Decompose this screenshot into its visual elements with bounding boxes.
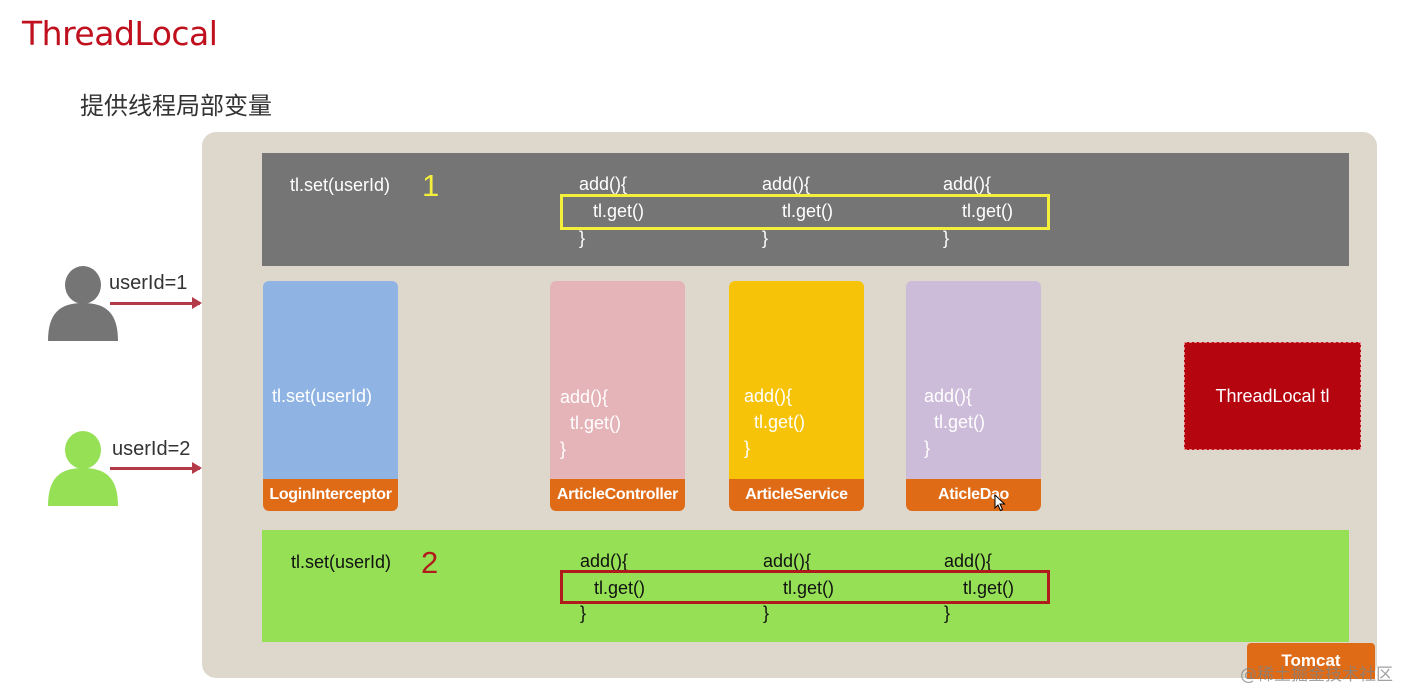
component-article-service-code-line-3: } [744, 438, 751, 458]
component-article-service-label: ArticleService [729, 479, 864, 511]
threadlocal-box: ThreadLocal tl [1184, 342, 1361, 450]
component-login-interceptor-code: tl.set(userId) [272, 386, 373, 406]
component-aticle-dao-code-line-2: tl.get() [924, 412, 986, 432]
component-login-interceptor: tl.set(userId) LoginInterceptor [263, 281, 398, 511]
component-login-interceptor-label: LoginInterceptor [263, 479, 398, 511]
thread-1-method-1-open: add(){ [579, 174, 628, 194]
mouse-cursor-icon [994, 494, 1006, 512]
user-1-arrow [110, 297, 202, 309]
thread-2-get-highlight [560, 570, 1050, 604]
component-article-service: add(){ tl.get() } ArticleService [729, 281, 864, 511]
user-1-icon [48, 266, 118, 341]
thread-2-method-1-get: tl.get() [594, 578, 646, 598]
thread-1-method-3-open: add(){ [943, 174, 992, 194]
component-article-controller-code-line-3: } [560, 439, 567, 459]
thread-2-set-code: tl.set(userId) [291, 552, 392, 572]
page-subtitle: 提供线程局部变量 [80, 92, 272, 120]
thread-1-number: 1 [422, 168, 440, 203]
page-title: ThreadLocal [22, 14, 218, 53]
thread-1-get-highlight [560, 194, 1050, 230]
thread-2-method-3-close: } [944, 603, 951, 623]
thread-1-method-2-open: add(){ [762, 174, 811, 194]
thread-2-method-1-open: add(){ [580, 551, 629, 571]
user-1-label: userId=1 [109, 272, 188, 294]
user-2-icon [48, 431, 118, 506]
thread-1-bar: tl.set(userId) 1 add(){ tl.get() } add()… [262, 153, 1349, 266]
component-aticle-dao-code-line-1: add(){ [924, 386, 973, 406]
tomcat-label: Tomcat [1247, 643, 1375, 679]
thread-2-method-2-get: tl.get() [783, 578, 835, 598]
thread-2-method-1-close: } [580, 603, 587, 623]
thread-1-set-code: tl.set(userId) [290, 175, 391, 195]
component-article-controller-code-line-2: tl.get() [560, 413, 622, 433]
thread-2-bar: tl.set(userId) 2 add(){ tl.get() } add()… [262, 530, 1349, 642]
component-aticle-dao-code-line-3: } [924, 438, 931, 458]
user-2-label: userId=2 [112, 438, 191, 460]
thread-1-method-1-get: tl.get() [593, 201, 645, 221]
component-article-service-code-line-2: tl.get() [744, 412, 806, 432]
component-article-controller-code-line-1: add(){ [560, 387, 609, 407]
thread-2-method-3-get: tl.get() [963, 578, 1015, 598]
thread-2-method-2-close: } [763, 603, 770, 623]
thread-1-method-3-get: tl.get() [962, 201, 1014, 221]
component-article-controller: add(){ tl.get() } ArticleController [550, 281, 685, 511]
thread-2-number: 2 [421, 545, 439, 580]
component-aticle-dao: add(){ tl.get() } AticleDao [906, 281, 1041, 511]
thread-1-method-1-close: } [579, 228, 586, 248]
component-article-service-code-line-1: add(){ [744, 386, 793, 406]
thread-1-method-2-get: tl.get() [782, 201, 834, 221]
component-aticle-dao-label: AticleDao [906, 479, 1041, 511]
thread-1-method-2-close: } [762, 228, 769, 248]
thread-2-method-3-open: add(){ [944, 551, 993, 571]
component-article-controller-label: ArticleController [550, 479, 685, 511]
thread-1-method-3-close: } [943, 228, 950, 248]
thread-2-method-2-open: add(){ [763, 551, 812, 571]
watermark: @稀土掘金技术社区 [1240, 665, 1393, 685]
user-2-arrow [110, 462, 202, 474]
